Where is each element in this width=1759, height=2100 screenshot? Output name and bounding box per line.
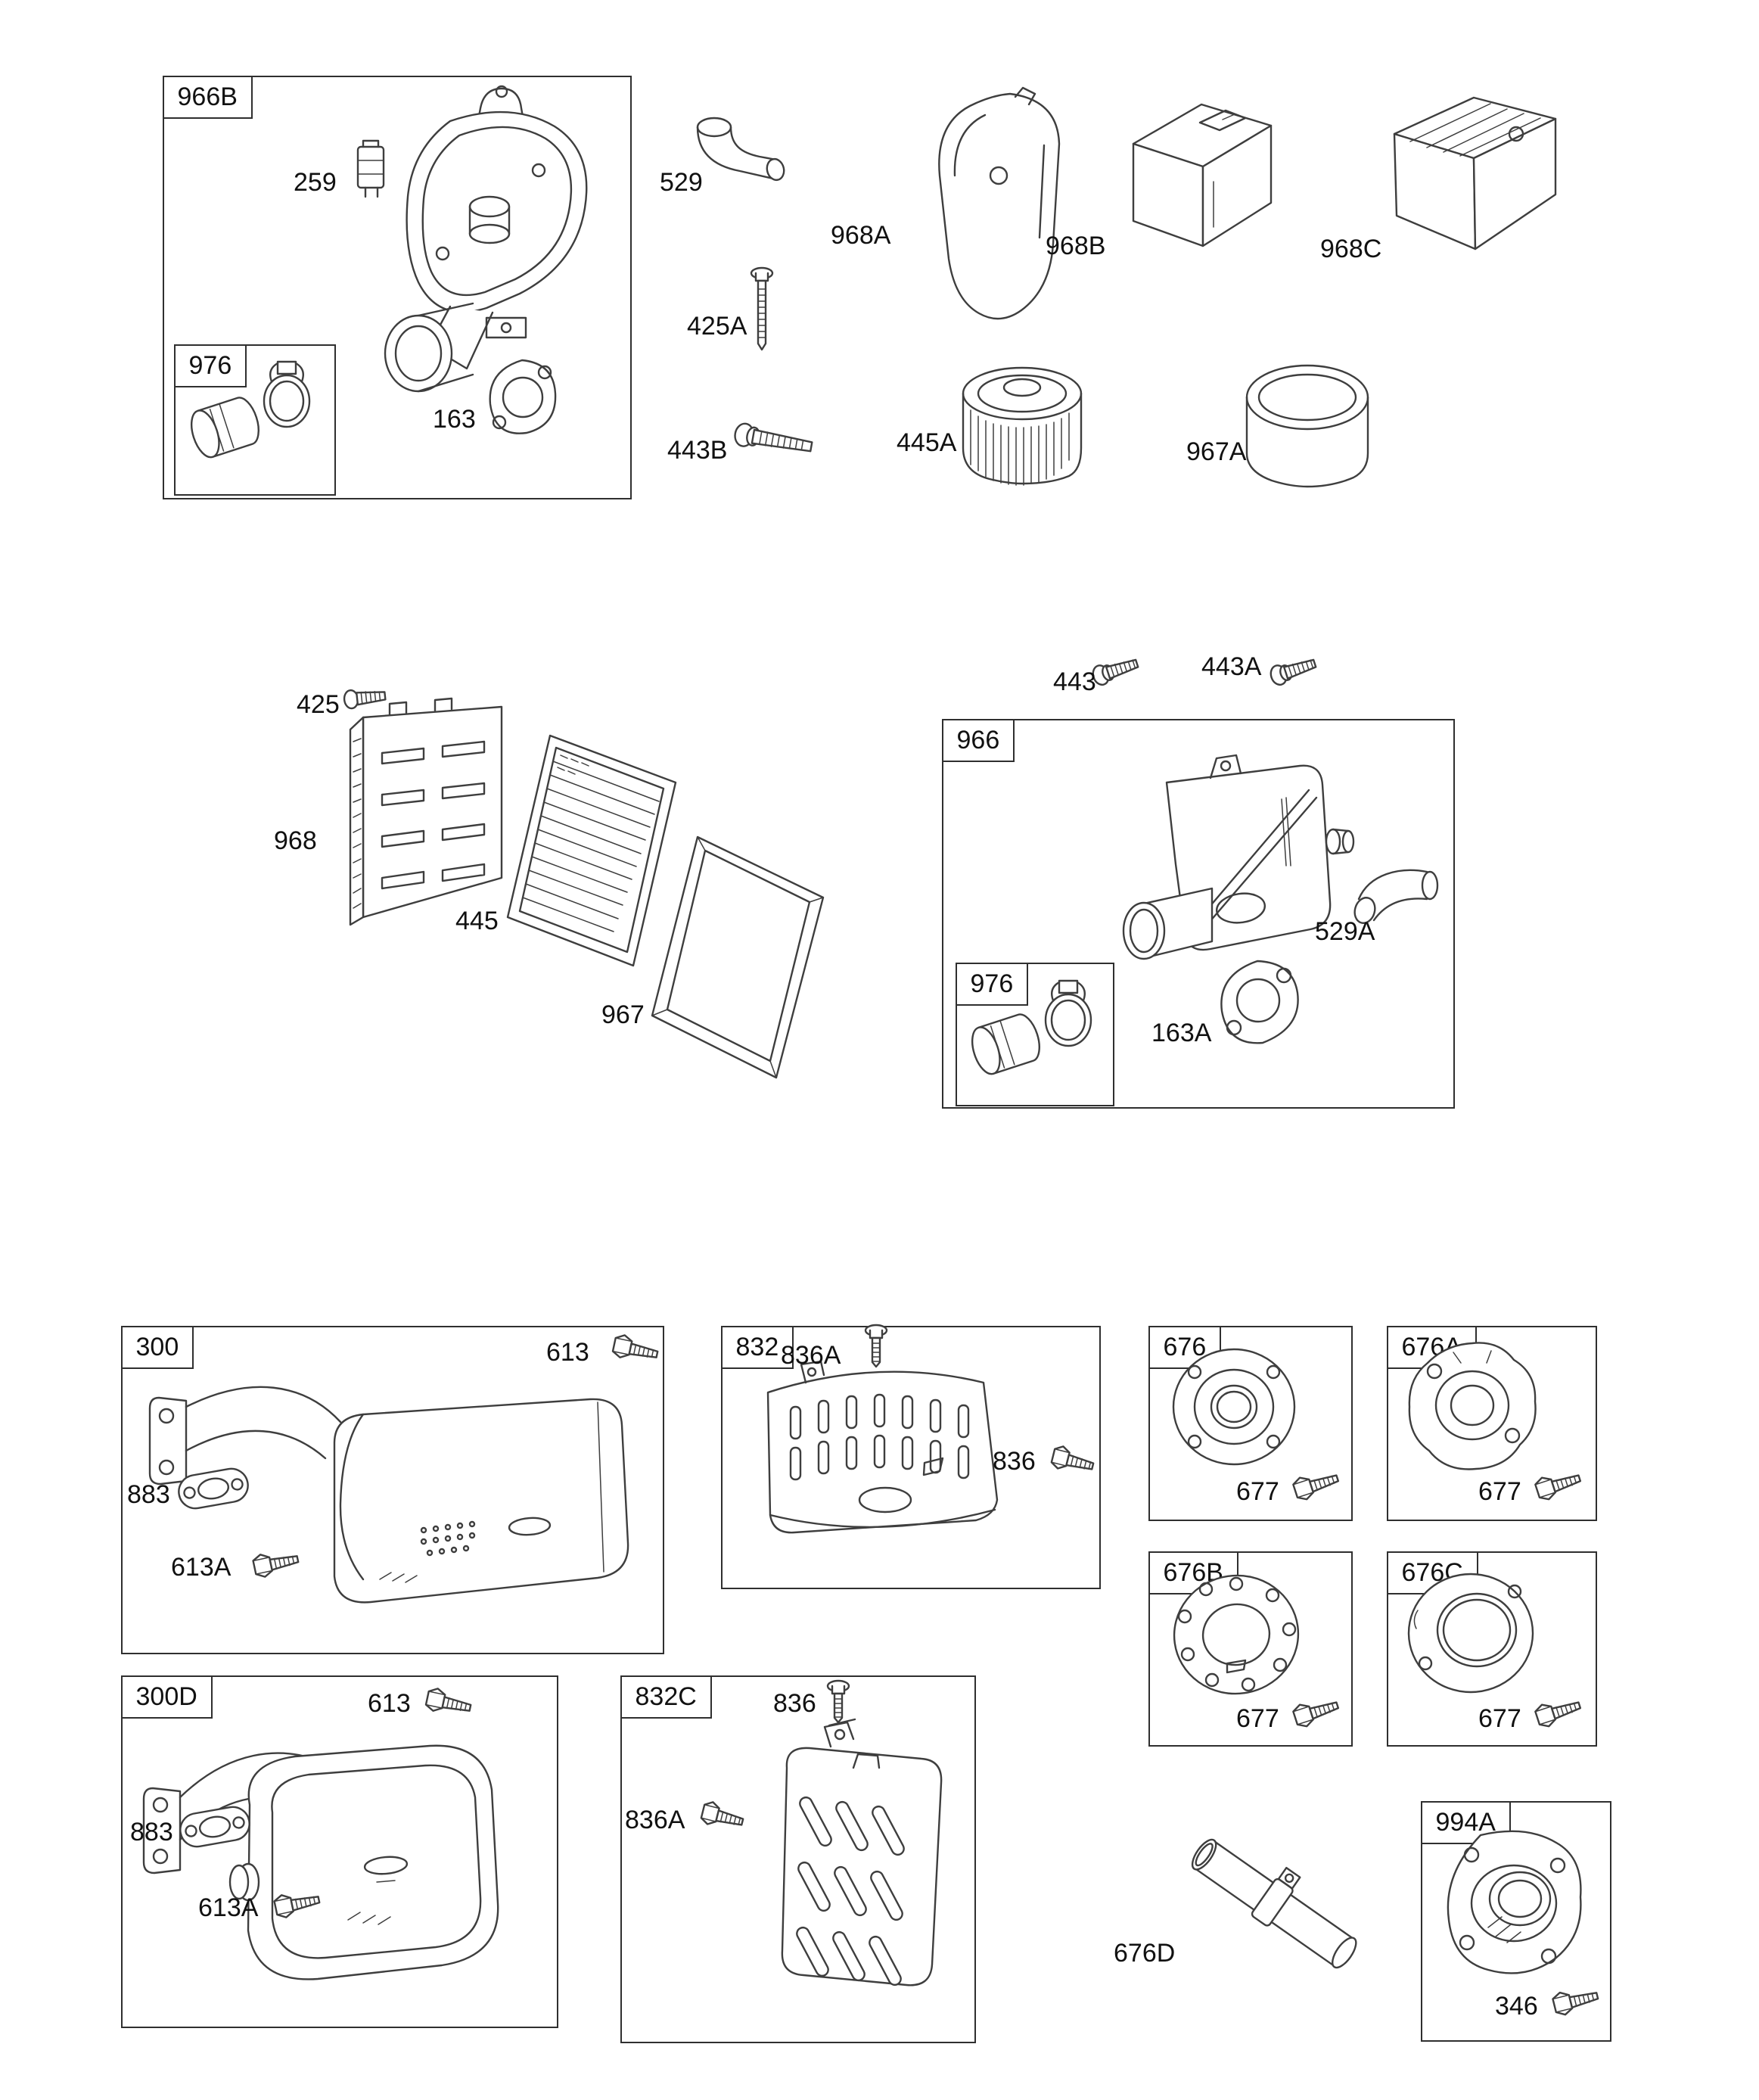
group-label-976-top: 976 — [173, 344, 247, 387]
part-label-445A: 445A — [897, 428, 957, 457]
part-label-836-832C: 836 — [773, 1689, 816, 1718]
part-label-425: 425 — [297, 690, 340, 719]
bolt-836-drawing-832C — [826, 1679, 850, 1724]
clip-259-drawing — [356, 139, 385, 198]
part-label-836-832: 836 — [993, 1447, 1036, 1476]
guard-832-drawing — [766, 1360, 999, 1534]
bolt-836-drawing-832 — [1050, 1445, 1095, 1470]
foam-filter-drawing-top — [190, 397, 259, 459]
part-label-443: 443 — [1053, 667, 1096, 696]
part-label-613A-300: 613A — [171, 1553, 232, 1582]
frame-967-drawing — [651, 835, 825, 1079]
group-label-832: 832 — [720, 1325, 794, 1369]
flange-676C-drawing — [1407, 1573, 1534, 1694]
bolt-677-drawing-676 — [1292, 1474, 1340, 1501]
bolt-443B-drawing — [734, 422, 813, 453]
part-label-968C: 968C — [1320, 235, 1382, 263]
filter-445A-drawing — [962, 366, 1083, 486]
part-label-968A: 968A — [831, 221, 891, 250]
clamp-ring-drawing-mid — [1044, 979, 1092, 1047]
bolt-836A-drawing-832 — [864, 1324, 888, 1368]
part-label-529A: 529A — [1315, 917, 1375, 946]
cover-968B-drawing — [1132, 103, 1273, 247]
screw-443-drawing — [1092, 658, 1139, 686]
part-label-836A-832C: 836A — [625, 1806, 685, 1834]
part-label-677-676B: 677 — [1236, 1704, 1279, 1733]
group-box-976-mid: 976 — [955, 962, 1114, 1106]
group-box-300D: 300D — [120, 1675, 558, 2028]
part-label-445: 445 — [455, 907, 499, 935]
part-label-443B: 443B — [667, 436, 728, 465]
group-box-300: 300 — [120, 1325, 664, 1654]
silencer-966-drawing — [1122, 754, 1355, 960]
flange-676-drawing — [1172, 1348, 1296, 1466]
bolt-677-drawing-676C — [1534, 1701, 1582, 1728]
part-label-443A: 443A — [1201, 652, 1262, 681]
screw-425A-drawing — [750, 266, 774, 351]
guard-832C-drawing — [781, 1718, 943, 1986]
part-label-677-676: 677 — [1236, 1477, 1279, 1506]
bolt-613-drawing-300D — [424, 1688, 472, 1712]
group-box-966B: 966B — [162, 75, 632, 499]
bolt-613A-drawing-300D — [273, 1894, 321, 1918]
group-label-300: 300 — [120, 1325, 194, 1369]
group-box-832C: 832C — [620, 1675, 976, 2043]
pipe-676D-drawing — [1191, 1838, 1357, 1969]
muffler-300D-drawing — [142, 1744, 499, 1980]
bolt-677-drawing-676B — [1292, 1701, 1340, 1728]
part-label-968B: 968B — [1046, 232, 1106, 260]
part-label-613-300: 613 — [546, 1338, 589, 1367]
part-label-883-300: 883 — [127, 1480, 170, 1509]
part-label-529: 529 — [660, 168, 703, 197]
part-label-613-300D: 613 — [368, 1689, 411, 1718]
part-label-677-676C: 677 — [1478, 1704, 1521, 1733]
elbow-529-drawing — [696, 117, 785, 182]
group-label-966: 966 — [941, 718, 1015, 762]
air-cleaner-bracket-drawing — [384, 85, 588, 393]
gasket-676B-drawing — [1173, 1574, 1300, 1695]
cover-968C-drawing — [1393, 96, 1557, 250]
group-box-832: 832 — [720, 1325, 1101, 1589]
gasket-163-drawing — [489, 359, 557, 434]
screw-425-drawing — [343, 689, 387, 710]
part-label-259: 259 — [294, 168, 337, 197]
bolt-836A-drawing-832C — [700, 1801, 744, 1826]
screw-443A-drawing — [1270, 658, 1317, 686]
flange-994A-drawing — [1447, 1830, 1582, 1974]
cover-968A-drawing — [938, 86, 1061, 320]
gasket-883-drawing-300 — [178, 1467, 249, 1510]
base-968-drawing — [349, 697, 503, 926]
group-box-966: 966 — [941, 718, 1455, 1109]
bolt-677-drawing-676A — [1534, 1474, 1582, 1501]
elbow-529A-drawing — [1353, 869, 1439, 924]
part-label-967A: 967A — [1186, 437, 1247, 466]
part-label-677-676A: 677 — [1478, 1477, 1521, 1506]
group-label-966B: 966B — [162, 75, 253, 119]
part-label-676D: 676D — [1114, 1939, 1176, 1968]
part-label-425A: 425A — [687, 312, 747, 341]
sleeve-967A-drawing — [1245, 364, 1369, 488]
bolt-613-drawing-300 — [611, 1334, 659, 1358]
bolt-346-drawing — [1552, 1991, 1599, 2016]
bolt-613A-drawing-300 — [252, 1554, 300, 1578]
part-label-613A-300D: 613A — [198, 1893, 259, 1922]
part-label-163: 163 — [433, 405, 476, 434]
clamp-ring-drawing-top — [263, 360, 311, 428]
gasket-163A-drawing — [1220, 960, 1299, 1044]
group-label-976-mid: 976 — [955, 962, 1029, 1006]
group-box-976-top: 976 — [173, 344, 336, 496]
part-label-836A-832: 836A — [781, 1341, 841, 1370]
part-label-163A: 163A — [1151, 1019, 1212, 1047]
part-label-883-300D: 883 — [130, 1818, 173, 1846]
part-label-967: 967 — [601, 1000, 645, 1029]
foam-filter-drawing-mid — [971, 1013, 1040, 1075]
gasket-883-drawing-300D — [179, 1806, 250, 1848]
part-label-968: 968 — [274, 826, 317, 855]
muffler-300-drawing — [148, 1386, 629, 1604]
group-label-832C: 832C — [620, 1675, 712, 1719]
gasket-676A-drawing — [1408, 1342, 1537, 1470]
panel-filter-445-drawing — [506, 734, 677, 967]
group-label-300D: 300D — [120, 1675, 213, 1719]
part-label-346: 346 — [1495, 1992, 1538, 2021]
